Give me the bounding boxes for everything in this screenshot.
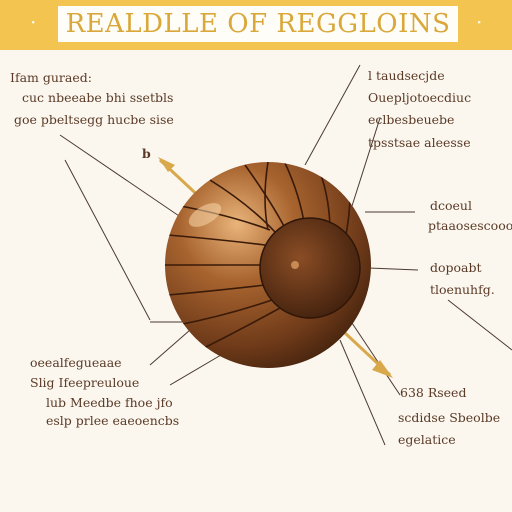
label-mid-right-2b: tloenuhfg. <box>430 282 495 297</box>
sphere-core <box>259 217 361 319</box>
label-bottom-left-3: lub Meedbe fhoe jfo <box>46 395 173 410</box>
label-top-right-2: Ouepljotoecdiuc <box>368 90 472 105</box>
label-top-left-2: cuc nbeeabe bhi ssetbls <box>22 90 174 105</box>
label-top-left-1: Ifam guraed: <box>10 70 92 85</box>
label-bottom-left-4: eslp prlee eaeoencbs <box>46 413 180 428</box>
label-bottom-right-2: scdidse Sbeolbe <box>398 410 501 425</box>
sphere-segments <box>165 162 351 351</box>
label-top-right-1: l taudsecjde <box>368 68 445 83</box>
label-bottom-left-2: Slig Ifeepreuloue <box>30 375 140 390</box>
label-bottom-right-1: 638 Rseed <box>400 385 467 400</box>
label-top-left-3: goe pbeltsegg hucbe sise <box>14 112 174 127</box>
label-top-right-4: tpsstsae aleesse <box>368 135 471 150</box>
arrow-tail-icon <box>158 157 175 172</box>
marker-label: b <box>142 146 151 161</box>
label-mid-right-2a: dopoabt <box>430 260 482 275</box>
sphere-highlight <box>188 203 222 227</box>
label-mid-right-1b: ptaaosescooo <box>428 218 512 233</box>
label-bottom-right-3: egelatice <box>398 432 456 447</box>
banner-right-mark: · <box>476 10 483 34</box>
label-top-right-3: eclbesbeuebe <box>368 112 455 127</box>
banner-left-mark: · <box>30 10 37 34</box>
core-center-dot <box>291 261 299 269</box>
label-mid-right-1a: dcoeul <box>430 198 472 213</box>
diagram-title: REALDLLE OF REGGLOINS <box>65 9 451 39</box>
label-bottom-left-1: oeealfegueaae <box>30 355 122 370</box>
title-banner: · REALDLLE OF REGGLOINS · <box>0 0 512 50</box>
title-plate: REALDLLE OF REGGLOINS <box>58 6 458 42</box>
arrow-head-icon <box>372 360 393 378</box>
